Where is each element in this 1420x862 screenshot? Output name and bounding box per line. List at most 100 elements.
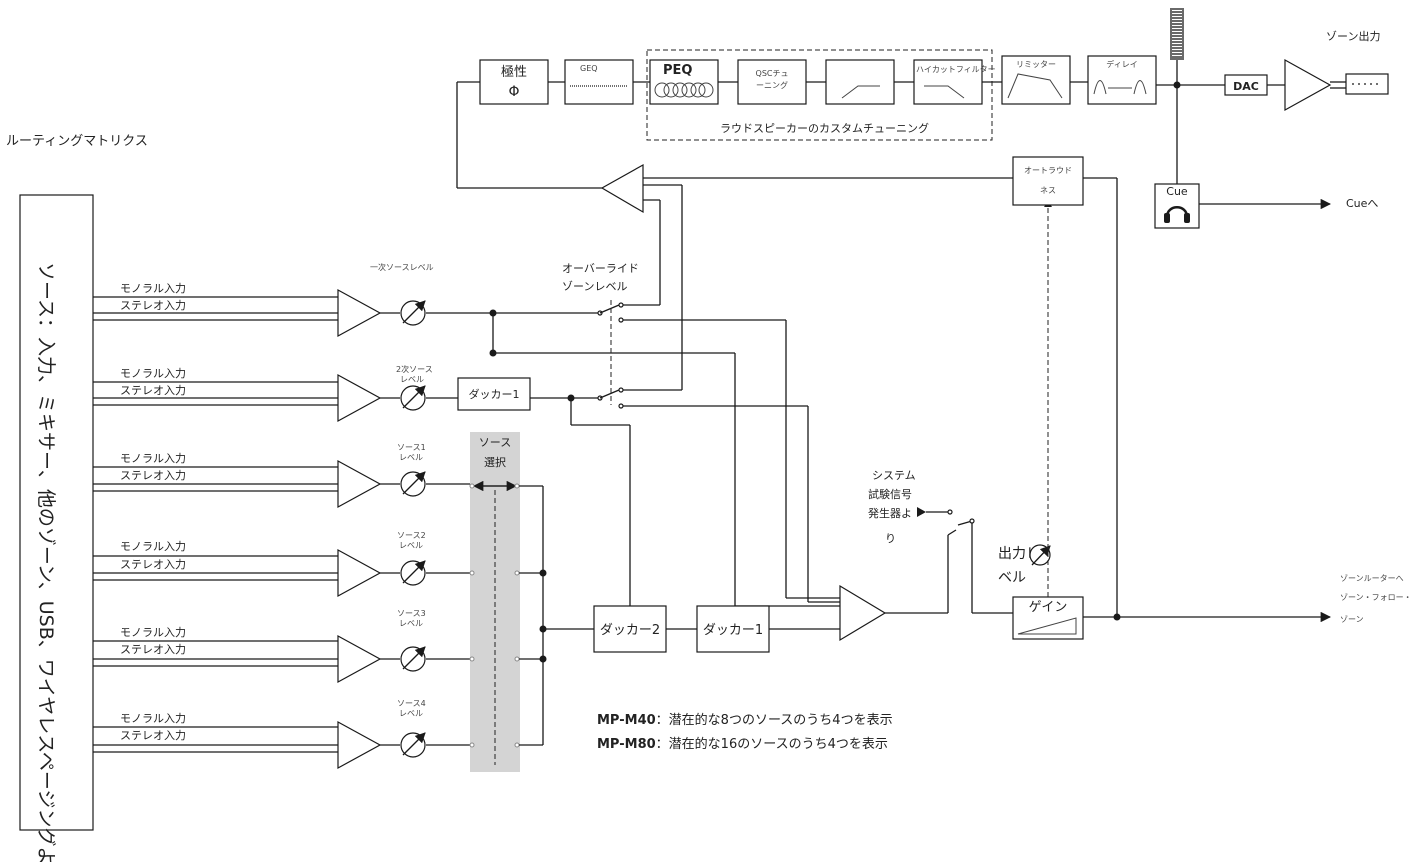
source3-level-label-2: レベル [399, 619, 423, 628]
input-row-4: モノラル入力 ステレオ入力 [93, 540, 470, 598]
limiter-box [1001, 55, 1071, 105]
mono-input-label: モノラル入力 [120, 540, 186, 553]
ducker1-label: ダッカー1 [703, 623, 763, 638]
mono-input-label: モノラル入力 [120, 367, 186, 380]
test-signal-label-3: 発生器よ [868, 506, 912, 520]
polarity-label: 極性 [501, 64, 527, 80]
note-m80-text: ：潜在的な16のソースのうち4つを表示 [656, 736, 888, 752]
input-row-3: モノラル入力 ステレオ入力 [93, 452, 470, 509]
source4-level-label-1: ソース4 [397, 699, 426, 708]
summing-amp [839, 584, 887, 642]
peq-label: PEQ [663, 63, 692, 78]
qsc-tuning-label-1: QSCチュ [756, 69, 789, 78]
sources-vertical-label: ソース：入力、ミキサー、他のゾーン、USB、ワイヤレスページングより [35, 262, 57, 862]
stereo-input-label: ステレオ入力 [120, 729, 186, 742]
input-row-6: モノラル入力 ステレオ入力 [93, 712, 470, 770]
qsc-tuning-box [737, 59, 807, 105]
override-label-1: オーバーライド [562, 262, 639, 275]
custom-tuning-frame [646, 49, 993, 141]
mono-input-label: モノラル入力 [120, 282, 186, 295]
cue-box-label: Cue [1166, 185, 1188, 198]
input-amp-3 [337, 459, 382, 509]
custom-tuning-label: ラウドスピーカーのカスタムチューニング [720, 121, 929, 135]
highcut-filter-box [913, 59, 983, 105]
output-connector-icon [1345, 73, 1389, 95]
highpass-curve-icon [841, 85, 880, 99]
geq-label: GEQ [580, 64, 598, 73]
auto-loudness-box [1012, 156, 1084, 206]
input-row-5: モノラル入力 ステレオ入力 [93, 626, 470, 684]
input-amp-5 [337, 634, 382, 684]
source-select-label-2: 選択 [484, 455, 506, 469]
delay-icon [1093, 80, 1147, 95]
note-m40: MP-M40：潜在的な8つのソースのうち4つを表示 [597, 712, 893, 728]
output-amp [1284, 58, 1332, 112]
ducker1-box [696, 605, 770, 653]
input-row-2: モノラル入力 ステレオ入力 [93, 367, 426, 423]
note-m40-model: MP-M40 [597, 713, 656, 728]
zone-router-label-3: ゾーン [1340, 615, 1364, 624]
highcut-label: ハイカットフィルター [916, 65, 996, 74]
dac-label: DAC [1233, 80, 1259, 93]
auto-loudness-label-1: オートラウド [1024, 166, 1072, 175]
source4-level-label-2: レベル [399, 709, 423, 718]
primary-source-level-label: 一次ソースレベル [370, 262, 434, 272]
zone-router-label-2: ゾーン・フォロー・ [1340, 593, 1412, 602]
input-amp-4 [337, 548, 382, 598]
source-select-label-1: ソース [479, 436, 511, 449]
polarity-symbol-icon: Φ [508, 84, 519, 100]
secondary-source-level-label-1: 2次ソース [396, 364, 433, 374]
note-m80: MP-M80：潜在的な16のソースのうち4つを表示 [597, 736, 888, 752]
delay-label: ディレイ [1106, 59, 1137, 69]
headphones-icon [1164, 206, 1190, 223]
limiter-label: リミッター [1016, 60, 1056, 69]
zone-output-label: ゾーン出力 [1326, 29, 1380, 43]
override-label-2: ゾーンレベル [562, 280, 627, 293]
test-signal-label-4: り [885, 532, 896, 545]
qsc-tuning-label-2: ーニング [756, 80, 788, 90]
mono-input-label: モノラル入力 [120, 452, 186, 465]
input-amp-1 [337, 288, 382, 338]
output-level-label-2: ベル [998, 570, 1026, 586]
secondary-source-level-label-2: レベル [400, 375, 424, 384]
stereo-input-label: ステレオ入力 [120, 299, 186, 312]
mono-input-label: モノラル入力 [120, 712, 186, 725]
source1-level-label-1: ソース1 [397, 443, 426, 452]
output-level-label-1: 出力レ [998, 546, 1040, 562]
lowcut-filter-box [825, 59, 895, 105]
gain-label: ゲイン [1029, 600, 1068, 615]
zone-router-label-1: ゾーンルーターへ [1340, 574, 1404, 583]
peq-curves-icon [654, 82, 714, 98]
delay-box [1087, 55, 1157, 105]
limiter-curve-icon [1007, 73, 1063, 99]
stereo-input-label: ステレオ入力 [120, 384, 186, 397]
source2-level-label-1: ソース2 [397, 531, 426, 540]
note-m80-model: MP-M80 [597, 737, 656, 752]
feedback-amp [600, 163, 644, 214]
cue-out-label: Cueへ [1346, 197, 1378, 210]
input-row-1: モノラル入力 ステレオ入力 [93, 282, 426, 338]
test-signal-label-2: 試験信号 [868, 487, 912, 501]
mono-input-label: モノラル入力 [120, 626, 186, 639]
test-signal-label-1: システム [872, 469, 916, 482]
stereo-input-label: ステレオ入力 [120, 558, 186, 571]
note-m40-text: ：潜在的な8つのソースのうち4つを表示 [656, 712, 893, 728]
input-amp-6 [337, 720, 382, 770]
ducker2-label: ダッカー2 [600, 623, 660, 638]
source2-level-label-2: レベル [399, 541, 423, 550]
stereo-input-label: ステレオ入力 [120, 469, 186, 482]
source-box [19, 194, 94, 831]
ducker1-top-label: ダッカー1 [469, 387, 520, 401]
ducker1-top-box [457, 377, 531, 411]
geq-box [564, 59, 634, 105]
lowpass-curve-icon [924, 85, 965, 99]
source1-level-label-2: レベル [399, 453, 423, 462]
stereo-input-label: ステレオ入力 [120, 643, 186, 656]
routing-matrix-label: ルーティングマトリクス [6, 134, 148, 149]
output-level-control [1029, 544, 1051, 566]
polarity-box [479, 59, 549, 105]
source3-level-label-1: ソース3 [397, 609, 426, 618]
input-amp-2 [337, 373, 382, 423]
